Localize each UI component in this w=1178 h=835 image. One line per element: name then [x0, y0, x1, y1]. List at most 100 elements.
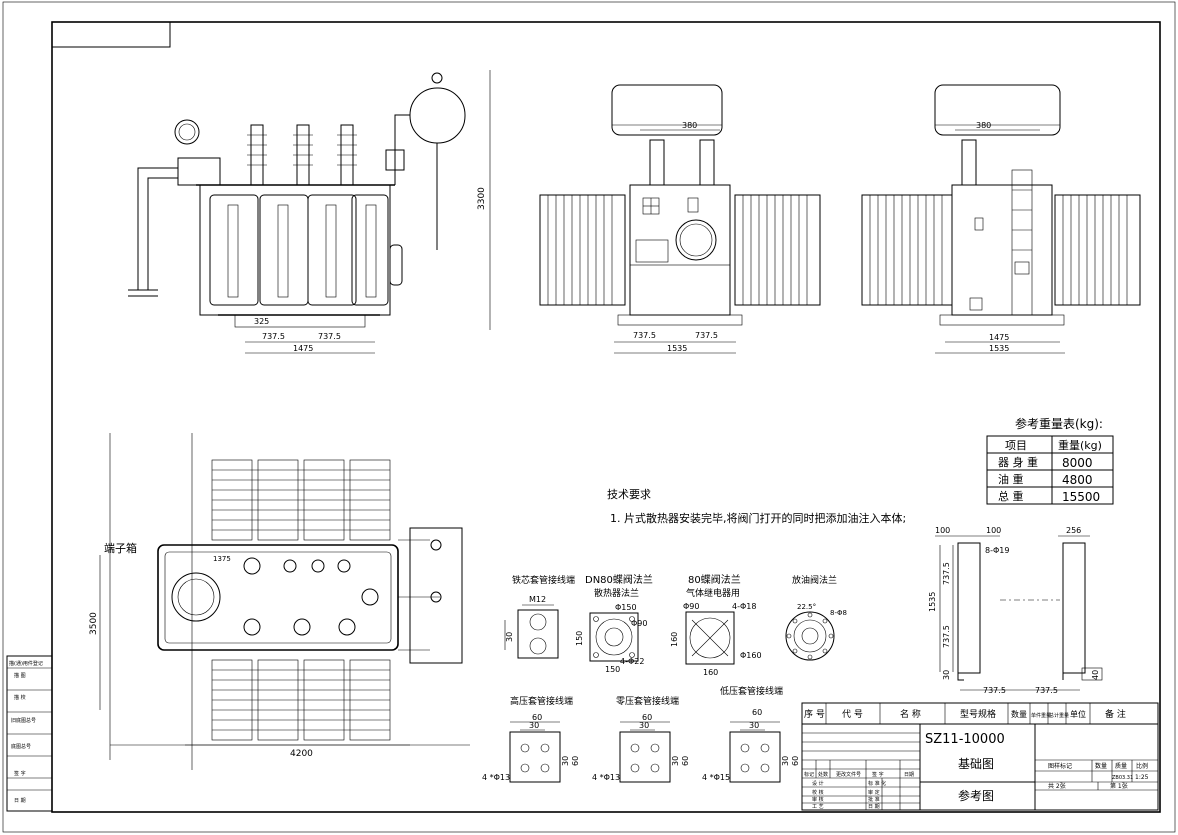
detail-hv-30: 30: [529, 721, 539, 730]
title-block: [801, 702, 1159, 811]
detail-v80-w: 160: [703, 668, 718, 677]
detail-drain: [785, 611, 835, 661]
detail-dn80-title1: DN80蝶阀法兰: [585, 573, 653, 586]
tb-qty: 数量: [1095, 762, 1107, 770]
front-view: [128, 70, 491, 354]
fdn-h737a: 737.5: [983, 686, 1006, 695]
sl-dim-top: 380: [682, 121, 697, 130]
tb-h-remark: 备 注: [1105, 708, 1126, 720]
detail-drain-title: 放油阀法兰: [792, 574, 837, 586]
fdn-v1535: 1535: [928, 592, 937, 612]
detail-v80-d3: Φ160: [740, 651, 762, 660]
weight-row-1-item: 器 身 重: [998, 455, 1038, 469]
detail-nv-60: 60: [642, 713, 652, 722]
plan-dim-height: 3500: [89, 612, 99, 635]
weight-row-3-value: 15500: [1062, 490, 1100, 504]
detail-nv-v30: 30: [671, 756, 680, 766]
detail-hv-title: 高压套管接线端: [510, 695, 573, 707]
sl-dim-bl: 737.5: [633, 331, 656, 340]
detail-lv-v30: 30: [781, 756, 790, 766]
tech-req-title: 技术要求: [607, 488, 651, 501]
tb-scale: 比例: [1136, 762, 1148, 770]
strip-label-3: 描 校: [14, 694, 26, 701]
tb-h-totalwt: 总计重量: [1049, 712, 1069, 719]
corner-label-box: [51, 21, 171, 48]
front-dim-bottom-left: 737.5: [262, 332, 285, 341]
tb-drawing-no: ZB03.31: [1112, 775, 1133, 781]
tb-sign-r3a: 审 核: [812, 796, 824, 803]
tb-scale-value: 1:25: [1135, 774, 1149, 781]
strip-label-1: 描(通)用件登记: [9, 660, 43, 667]
detail-lv-title: 低压套管接线端: [720, 685, 783, 697]
tb-weight: 质量: [1115, 762, 1127, 770]
strip-label-5: 底图总号: [11, 743, 31, 750]
detail-dn80-d2: Φ90: [631, 619, 647, 628]
detail-dn80: [589, 612, 639, 662]
weight-row-1-value: 8000: [1062, 456, 1093, 470]
sl-dim-total: 1535: [667, 344, 687, 353]
weight-table: [986, 435, 1114, 505]
sr-dim-top: 380: [976, 121, 991, 130]
detail-core-m: M12: [529, 595, 546, 604]
fdn-d256: 256: [1066, 526, 1081, 535]
tb-sign-r4b: 日 期: [868, 804, 880, 810]
detail-nv-title: 零压套管接线端: [616, 695, 679, 707]
front-dim-bottom-right: 737.5: [318, 332, 341, 341]
weight-header-item: 项目: [1005, 439, 1027, 452]
tb-rev-doc: 更改文件号: [836, 771, 861, 778]
tb-sign-r2b: 审 定: [868, 789, 880, 796]
detail-dn80-d1: Φ150: [615, 603, 637, 612]
weight-row-3-item: 总 重: [998, 489, 1024, 503]
tb-rev-mark: 标记: [804, 771, 814, 778]
tb-ref: 参考图: [958, 788, 994, 803]
tb-sign-r3b: 批 准: [868, 796, 880, 803]
front-dim-bottom-total: 1475: [293, 344, 313, 353]
detail-dn80-h: 150: [575, 631, 584, 646]
sl-dim-br: 737.5: [695, 331, 718, 340]
detail-dn80-title2: 散热器法兰: [594, 587, 639, 599]
plan-terminal-box: 端子箱: [104, 541, 137, 555]
detail-drain-d1: 22.5°: [797, 603, 816, 611]
side-strip: [6, 655, 53, 812]
tb-total-sheets: 共 2张: [1048, 782, 1066, 790]
detail-lv-v60: 60: [791, 756, 800, 766]
strip-label-7: 日 期: [14, 798, 26, 804]
detail-core-title: 铁芯套管接线端: [512, 574, 575, 586]
sr-dim-total: 1535: [989, 344, 1009, 353]
tech-req-item-1: 1. 片式散热器安装完毕,将阀门打开的同时把添加油注入本体;: [610, 511, 906, 525]
detail-dn80-d3: 4-Φ22: [620, 657, 644, 666]
tb-h-name: 名 称: [900, 708, 921, 720]
tb-h-qty: 数量: [1011, 709, 1027, 719]
detail-nv-30: 30: [639, 721, 649, 730]
detail-dn80-w: 150: [605, 665, 620, 674]
tb-h-unitwt: 单件重量: [1031, 712, 1051, 719]
tb-model: SZ11-10000: [925, 732, 1005, 747]
fdn-h737b: 737.5: [1035, 686, 1058, 695]
tb-sign-r4a: 工 艺: [812, 804, 824, 810]
detail-terminals: [509, 721, 781, 783]
detail-v80-d2: 4-Φ18: [732, 602, 756, 611]
tb-h-model: 型号规格: [960, 708, 996, 720]
detail-v80: [685, 611, 735, 665]
tb-h-unit: 单位: [1070, 709, 1086, 719]
detail-hv-v30: 30: [561, 756, 570, 766]
tb-rev-count: 处数: [818, 771, 828, 778]
foundation-drawing: [935, 535, 1103, 691]
detail-hv-holes: 4 *Φ13: [482, 773, 510, 782]
fdn-v737b: 737.5: [942, 625, 951, 648]
detail-lv-60: 60: [752, 708, 762, 717]
detail-lv-30: 30: [749, 721, 759, 730]
side-view-left: [539, 84, 821, 354]
plan-dim-width: 4200: [290, 749, 313, 759]
detail-v80-title1: 80蝶阀法兰: [688, 573, 741, 586]
detail-drain-d2: 8-Φ8: [830, 609, 847, 617]
detail-v80-d1: Φ90: [683, 602, 699, 611]
weight-row-2-value: 4800: [1062, 473, 1093, 487]
side-view-right: [861, 84, 1141, 354]
inner-border: [51, 21, 1161, 813]
detail-nv-v60: 60: [681, 756, 690, 766]
tb-rev-sign: 签 字: [872, 771, 884, 778]
sr-dim-inner: 1475: [989, 333, 1009, 342]
